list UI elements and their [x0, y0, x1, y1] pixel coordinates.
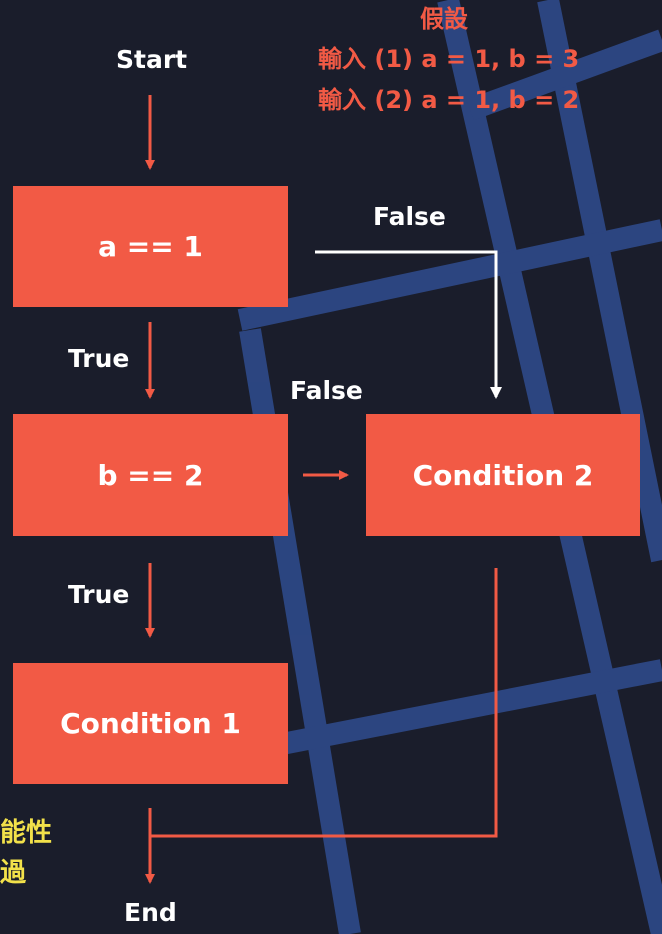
edge-b-true-label: True	[68, 580, 130, 609]
assumption-title: 假設	[420, 5, 468, 33]
decision-b-equals-2: b == 2	[13, 414, 288, 536]
arrow-a-false	[315, 250, 502, 399]
decision-a-equals-1: a == 1	[13, 186, 288, 307]
decision-b-label: b == 2	[97, 458, 204, 492]
decision-a-label: a == 1	[98, 230, 203, 263]
condition-2-label: Condition 2	[412, 458, 594, 492]
grid-line	[537, 0, 662, 563]
edge-a-false-label: False	[373, 202, 446, 231]
edge-b-false-label: False	[290, 376, 363, 405]
edge-a-true-label: True	[68, 344, 130, 373]
condition-2-box: Condition 2	[366, 414, 640, 536]
grid-line	[237, 219, 662, 331]
condition-1-box: Condition 1	[13, 663, 288, 784]
grid-line	[466, 29, 662, 121]
end-label: End	[124, 898, 177, 927]
connector-condition2-to-end	[150, 568, 498, 838]
assumption-input-1: 輸入 (1) a = 1, b = 3	[318, 45, 580, 73]
start-label: Start	[116, 45, 188, 74]
side-text-line-1: 能性	[0, 818, 53, 848]
condition-1-label: Condition 1	[60, 707, 241, 740]
side-text-line-2: 過	[0, 858, 27, 888]
assumption-input-2: 輸入 (2) a = 1, b = 2	[318, 86, 580, 114]
